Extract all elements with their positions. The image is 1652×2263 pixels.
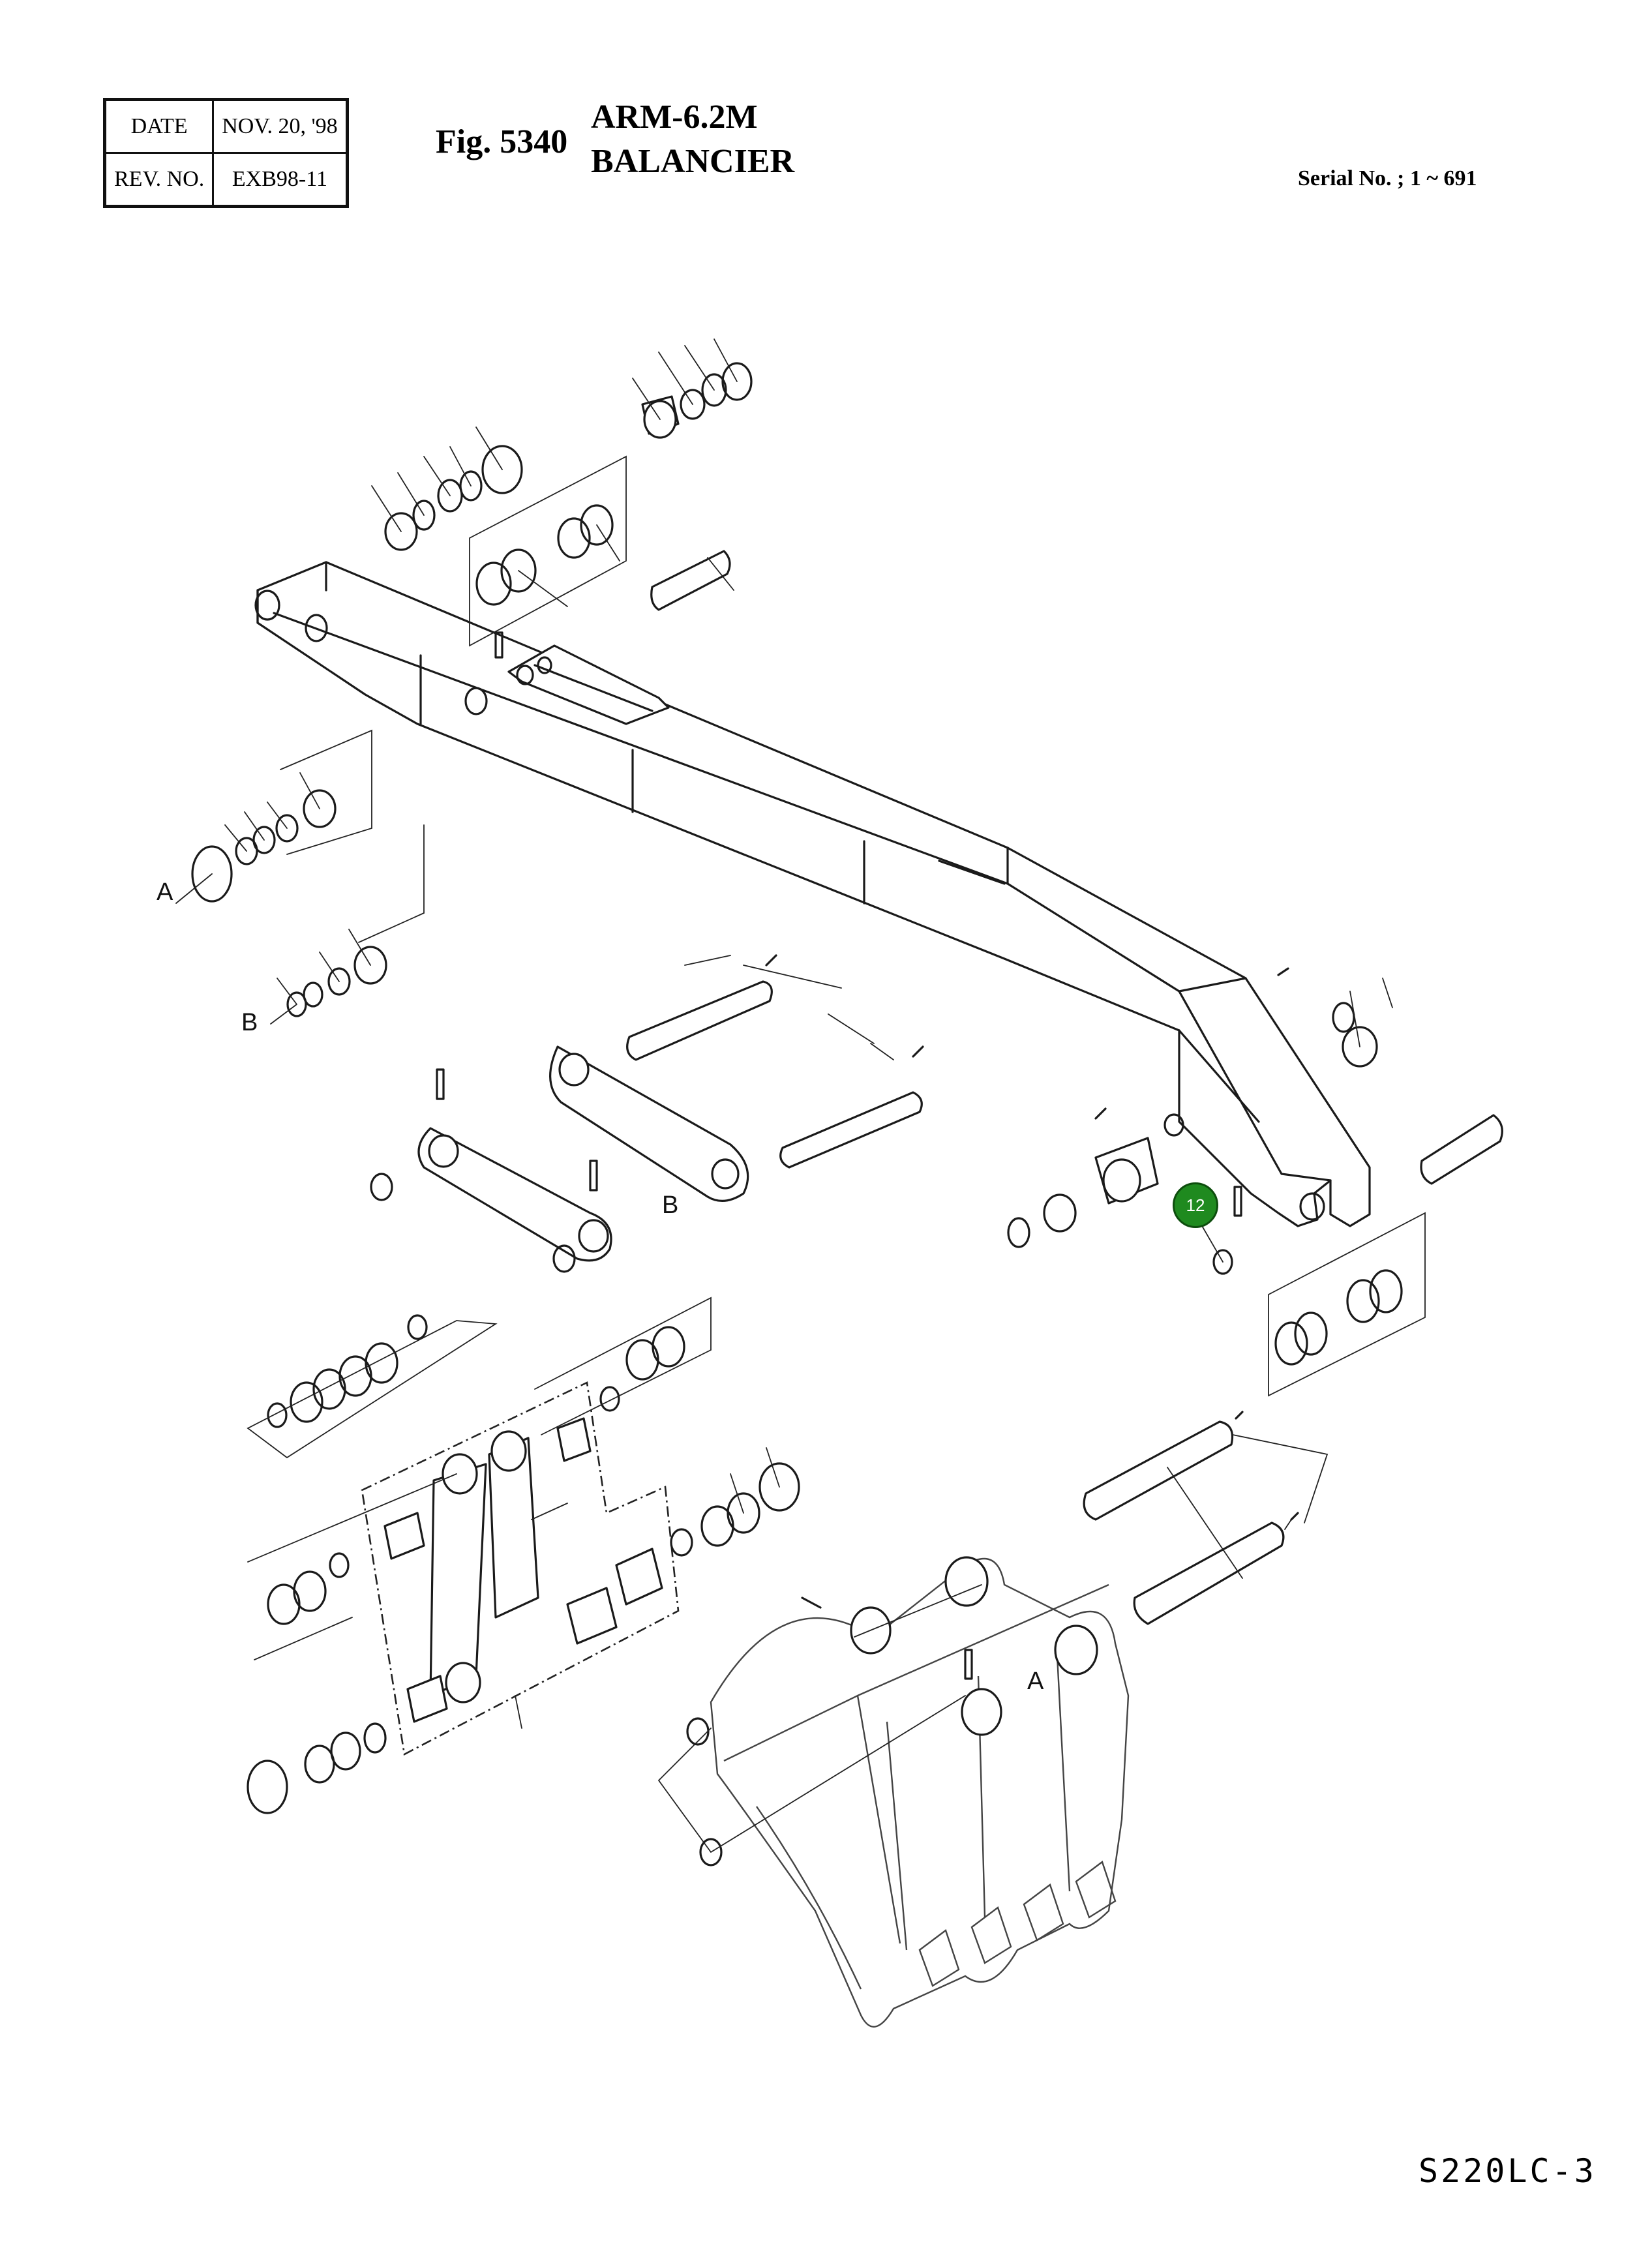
date-value: NOV. 20, '98 xyxy=(212,98,348,154)
links-and-pins xyxy=(370,954,1289,1273)
view-letter-a-bucket: A xyxy=(1027,1668,1044,1695)
figure-title-french: BALANCIER xyxy=(591,143,795,180)
rev-label: REV. NO. xyxy=(103,152,215,207)
link-assembly xyxy=(361,1381,680,1756)
rev-value: EXB98-11 xyxy=(212,152,348,207)
part-callout-12[interactable]: 12 xyxy=(1173,1182,1218,1228)
figure-title-english: ARM-6.2M xyxy=(591,98,758,136)
left-pin-stacks xyxy=(175,729,425,1025)
model-code: S220LC-3 xyxy=(1419,2152,1597,2190)
top-pin-assembly xyxy=(371,338,753,659)
view-letter-b-center: B xyxy=(662,1191,678,1219)
figure-number: Fig. 5340 xyxy=(436,123,568,160)
revision-table: DATE NOV. 20, '98 REV. NO. EXB98-11 xyxy=(103,98,349,208)
serial-range: Serial No. ; 1 ~ 691 xyxy=(1298,166,1477,190)
bucket-pin-parts xyxy=(1007,978,1503,1397)
bucket xyxy=(658,1556,1130,2028)
date-label: DATE xyxy=(103,98,215,154)
bucket-pins xyxy=(1083,1411,1329,1625)
arm-body xyxy=(254,561,1371,1227)
lower-shim-stacks xyxy=(247,1296,800,1814)
view-letter-a-left: A xyxy=(157,878,173,906)
view-letter-b-left: B xyxy=(241,1009,258,1036)
